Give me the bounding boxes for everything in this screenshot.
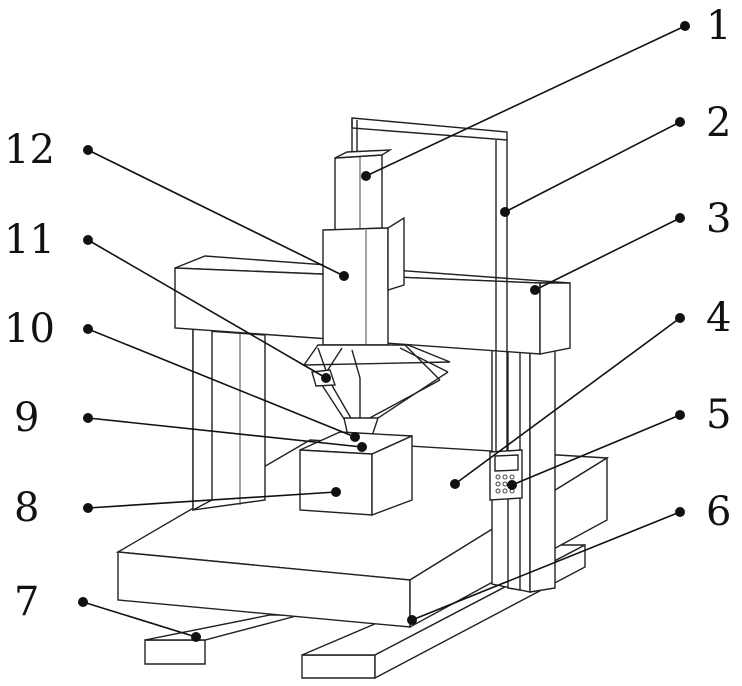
- dot-5b: [507, 480, 517, 490]
- callout-label-9: 9: [14, 398, 39, 438]
- control-panel: [490, 450, 522, 500]
- dot-12a: [83, 145, 93, 155]
- dot-1a: [680, 21, 690, 31]
- left-column: [193, 322, 265, 510]
- callout-label-1: 1: [706, 6, 731, 46]
- leader-3: [535, 218, 680, 290]
- dot-6a: [675, 507, 685, 517]
- dot-3a: [675, 213, 685, 223]
- dot-9a: [83, 413, 93, 423]
- callout-label-2: 2: [706, 103, 731, 143]
- motor: [335, 150, 390, 230]
- callout-label-10: 10: [4, 309, 55, 349]
- callout-label-8: 8: [14, 488, 39, 528]
- dot-4a: [675, 313, 685, 323]
- dot-11a: [83, 235, 93, 245]
- dot-8a: [83, 503, 93, 513]
- dot-10a: [83, 324, 93, 334]
- workpiece-box: [300, 432, 412, 515]
- callout-label-3: 3: [706, 199, 731, 239]
- leader-2: [505, 122, 680, 212]
- callout-label-11: 11: [4, 220, 55, 260]
- dot-2a: [675, 117, 685, 127]
- delta-arms: [304, 345, 450, 425]
- callout-label-4: 4: [706, 298, 731, 338]
- dot-3b: [530, 285, 540, 295]
- dot-7a: [78, 597, 88, 607]
- dot-9b: [357, 442, 367, 452]
- dot-4b: [450, 479, 460, 489]
- dot-5a: [675, 410, 685, 420]
- callout-label-5: 5: [706, 395, 731, 435]
- leader-1: [366, 26, 685, 176]
- callout-label-6: 6: [706, 492, 731, 532]
- dot-6b: [407, 615, 417, 625]
- callout-label-7: 7: [14, 582, 39, 622]
- dot-2b: [500, 207, 510, 217]
- callout-label-12: 12: [4, 130, 55, 170]
- dot-12b: [339, 271, 349, 281]
- leader-7: [83, 602, 196, 637]
- dot-11b: [321, 373, 331, 383]
- dot-1b: [361, 171, 371, 181]
- dot-10b: [350, 432, 360, 442]
- dot-8b: [331, 487, 341, 497]
- dot-7b: [191, 632, 201, 642]
